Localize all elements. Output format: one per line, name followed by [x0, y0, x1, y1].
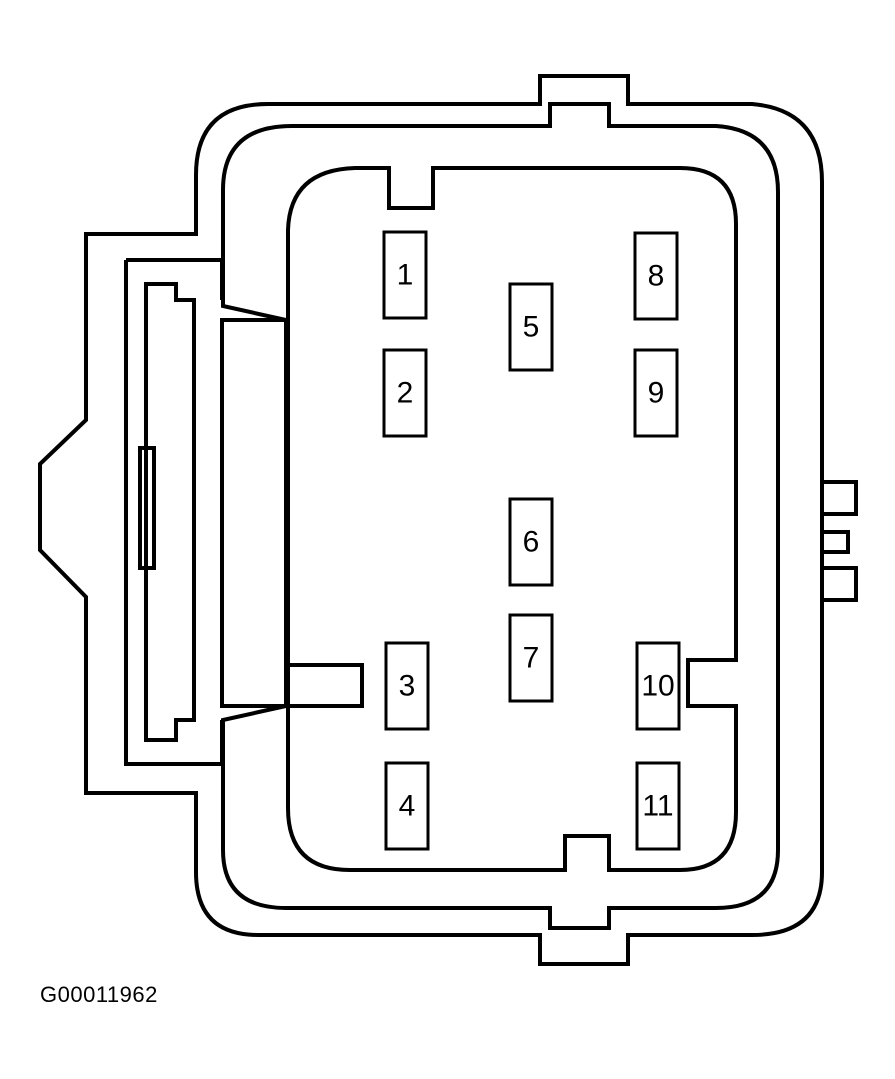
pin-8-label: 8: [648, 260, 665, 293]
side-tab-top: [820, 480, 858, 516]
pin-cavity: [220, 166, 738, 872]
pin-9-label: 9: [648, 377, 665, 410]
pin-10-label: 10: [641, 670, 674, 703]
pin-1-label: 1: [397, 259, 414, 292]
pin-7: 7: [508, 613, 554, 703]
pin-3: 3: [384, 641, 430, 731]
pin-10: 10: [635, 641, 681, 731]
pin-2-box: [382, 348, 428, 438]
pin-4: 4: [384, 761, 430, 851]
pin-11: 11: [635, 761, 681, 851]
pin-2-label: 2: [397, 377, 414, 410]
pin-10-box: [635, 641, 681, 731]
pin-3-box: [384, 641, 430, 731]
pin-11-box: [635, 761, 681, 851]
pin-5-label: 5: [523, 311, 540, 344]
figure-id: G00011962: [40, 982, 158, 1007]
latch-tab: [138, 446, 156, 570]
pin-4-label: 4: [399, 790, 416, 823]
connector-housing-inner: [221, 102, 780, 930]
pin-1: 1: [382, 230, 428, 320]
pin-11-label: 11: [642, 790, 673, 823]
pin-6-label: 6: [523, 526, 540, 559]
latch-bar: [144, 282, 196, 742]
pin-9-box: [633, 348, 679, 438]
side-tab-middle: [820, 530, 850, 554]
side-tab-bottom: [820, 566, 858, 602]
pin-6-box: [508, 497, 554, 587]
pin-9: 9: [633, 348, 679, 438]
pin-1-box: [382, 230, 428, 320]
connector-housing-outer: [38, 74, 824, 966]
pin-8: 8: [633, 231, 679, 321]
pin-6: 6: [508, 497, 554, 587]
pin-8-box: [633, 231, 679, 321]
pin-7-label: 7: [523, 642, 540, 675]
pin-3-label: 3: [399, 670, 416, 703]
pin-5: 5: [508, 282, 554, 372]
locking-latch: [124, 258, 224, 766]
pin-5-box: [508, 282, 554, 372]
pin-7-box: [508, 613, 554, 703]
pin-2: 2: [382, 348, 428, 438]
pin-4-box: [384, 761, 430, 851]
